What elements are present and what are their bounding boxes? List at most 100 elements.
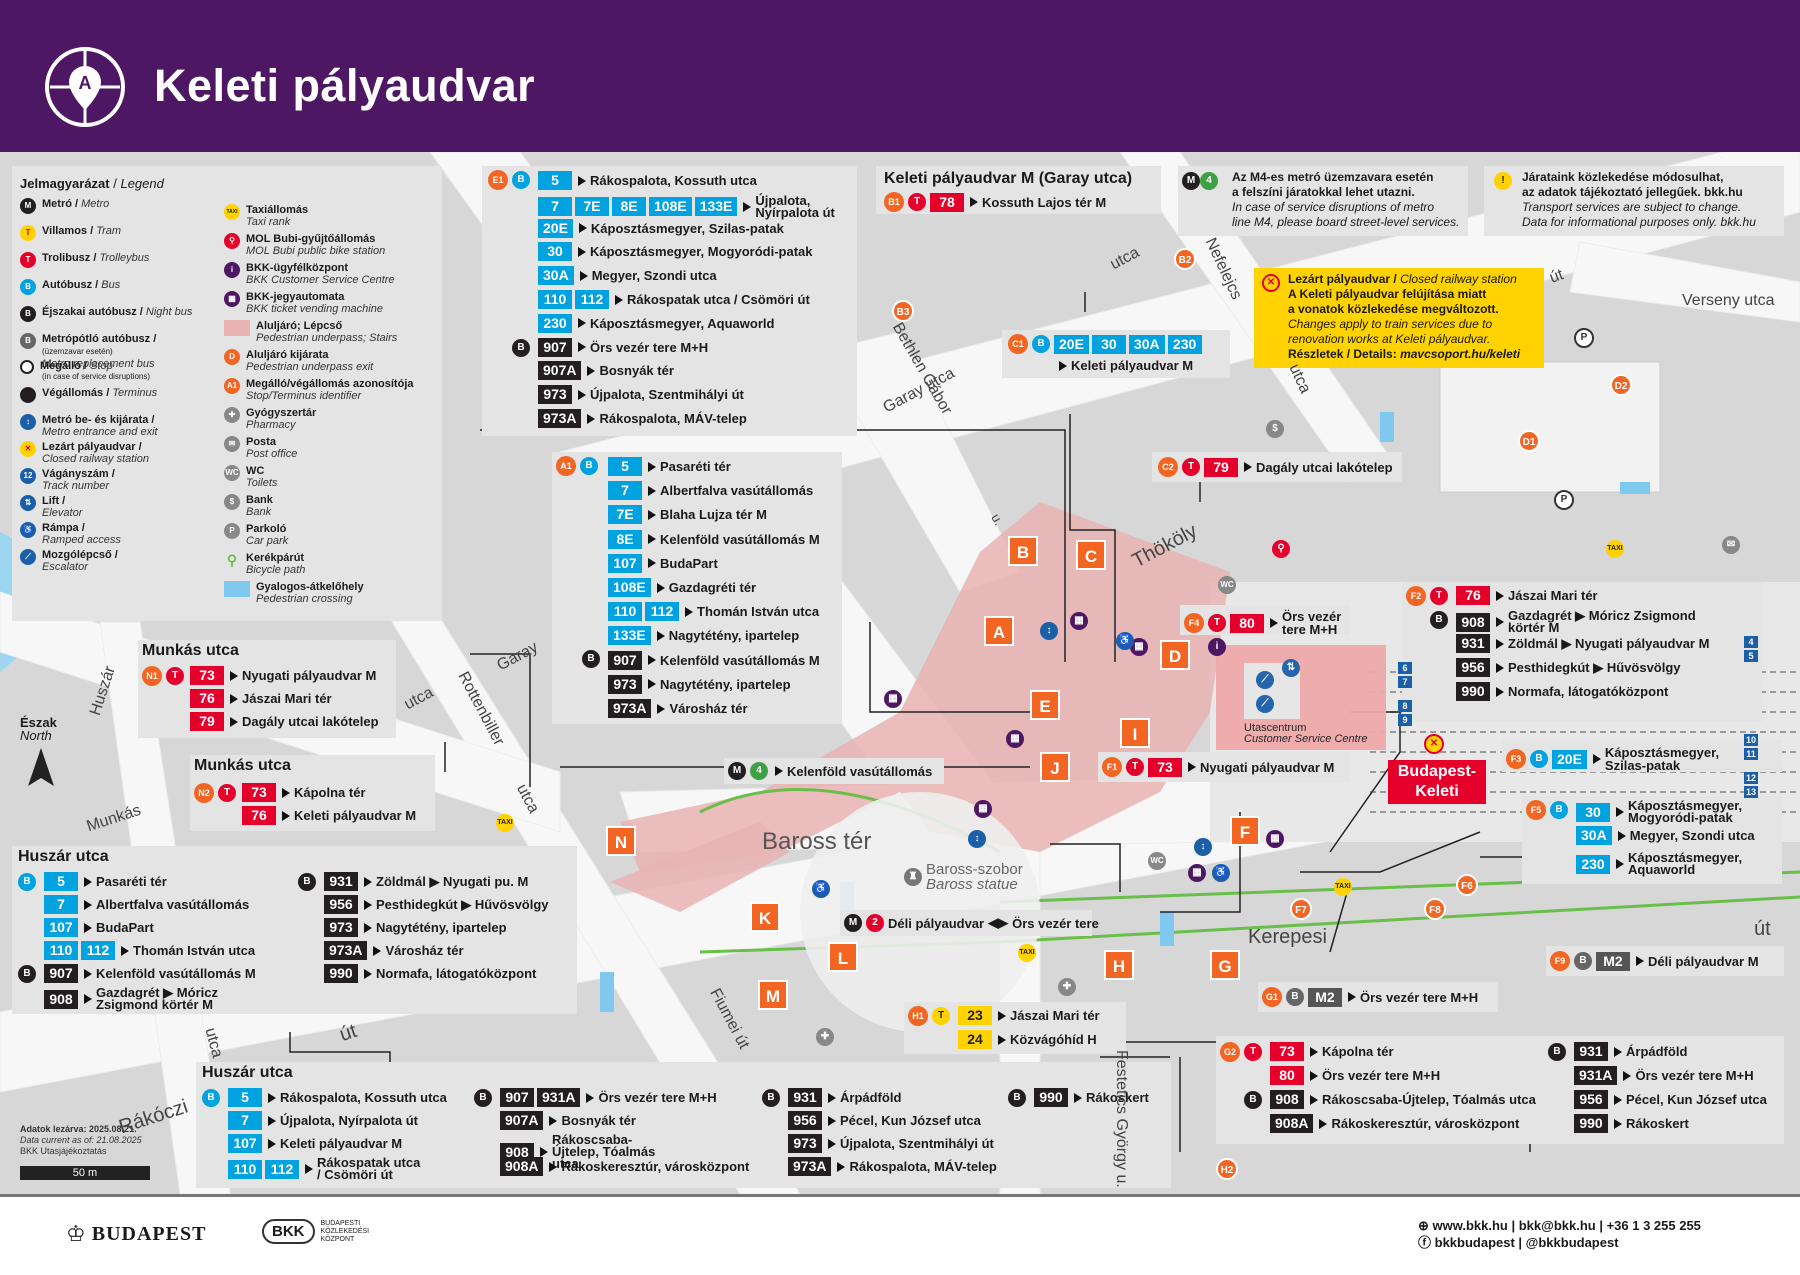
legend-text: Rámpa / Ramped access [42, 522, 121, 546]
arrow-icon [648, 679, 656, 690]
exit-a[interactable]: A [984, 616, 1014, 646]
legend-label-en: Stop/Terminus identifier [246, 390, 362, 402]
destination: Nagytétény, ipartelep [376, 920, 507, 935]
exit-b[interactable]: B [1008, 536, 1038, 566]
legend-label: Vágányszám / [42, 468, 115, 480]
arrow-icon [540, 1147, 548, 1157]
destination: Városház tér [385, 943, 464, 958]
exit-n[interactable]: N [606, 826, 636, 856]
arrow-icon [578, 246, 586, 257]
destination: Gazdagréti tér [668, 580, 757, 595]
stop-id-b2[interactable]: B2 [1174, 248, 1196, 270]
legend-symbol-icon: ✕ [20, 441, 36, 457]
destination: Normafa, látogatóközpont [376, 966, 537, 981]
line-badge: 907A [500, 1111, 544, 1130]
line-badge: 24 [958, 1030, 992, 1049]
legend-symbol-icon: D [224, 349, 240, 365]
legend-text: Megálló / Stop [40, 360, 113, 372]
exit-k[interactable]: K [750, 902, 780, 932]
stop-id-f8[interactable]: F8 [1424, 898, 1446, 920]
trolleybus-icon: T [1126, 758, 1144, 776]
warning-icon: ! [1494, 172, 1512, 190]
legend-label-en: Metro replacement bus [42, 358, 155, 370]
arrow-icon [1074, 1092, 1082, 1103]
line-badge: 79 [190, 712, 224, 731]
stop-id-d2[interactable]: D2 [1610, 374, 1632, 396]
legend-text: Mozgólépcső / Escalator [42, 549, 118, 573]
wc-icon: WC [1218, 576, 1236, 594]
line-badge: 973 [538, 385, 572, 405]
data-date-note: Adatok lezárva: 2025.08.21.Data current … [20, 1124, 142, 1156]
exit-i[interactable]: I [1120, 718, 1150, 748]
line-badge: 5 [538, 171, 572, 190]
line-badge: 908 [500, 1142, 534, 1162]
panel-title: Munkás utca [194, 757, 291, 774]
stop-id-h2[interactable]: H2 [1216, 1158, 1238, 1180]
stop-id-f6[interactable]: F6 [1456, 874, 1478, 896]
legend-label: Végállomás / [42, 387, 113, 399]
legend-label-en: Pedestrian crossing [256, 593, 353, 605]
bus-icon: B [580, 457, 598, 475]
legend-label: Megálló / [40, 360, 91, 372]
legend-symbol-icon [20, 387, 36, 403]
taxi-icon: TAXI [496, 814, 514, 832]
exit-e[interactable]: E [1030, 690, 1060, 720]
exit-f[interactable]: F [1230, 816, 1260, 846]
ticket-machine-icon: ▦ [884, 690, 902, 708]
destination: Zöldmál ▶ Nyugati pu. M [376, 873, 529, 889]
stop-id-b3[interactable]: B3 [892, 300, 914, 322]
exit-h[interactable]: H [1104, 950, 1134, 980]
legend-item: ⇅Lift / Elevator [20, 495, 82, 519]
legend-text: Autóbusz / Bus [42, 279, 120, 291]
exit-m[interactable]: M [758, 980, 788, 1010]
arrow-icon [84, 994, 92, 1004]
legend-text: Villamos / Tram [42, 225, 121, 237]
destination: Káposztásmegyer, Aquaworld [1628, 850, 1743, 877]
arrow-icon [648, 655, 656, 666]
globe-icon: ⊕ [1418, 1218, 1433, 1233]
legend-symbol-icon: ↕ [20, 414, 36, 430]
metro-entrance-icon: ↕ [1040, 622, 1058, 640]
arrow-icon [648, 509, 656, 520]
destination: Nagytétény, ipartelep [660, 676, 791, 692]
exit-j[interactable]: J [1040, 752, 1070, 782]
exit-c[interactable]: C [1076, 540, 1106, 570]
legend-label: Metró / [42, 198, 82, 210]
line-badge: 20E [1552, 749, 1587, 769]
line-badge: 7 [538, 197, 572, 217]
stop-id-d1[interactable]: D1 [1518, 430, 1540, 452]
exit-d[interactable]: D [1160, 640, 1190, 670]
exit-g[interactable]: G [1210, 950, 1240, 980]
destination: Kelenföld vasútállomás M [96, 966, 256, 981]
legend-symbol-icon: ♿ [20, 522, 36, 538]
arrow-icon [1614, 1118, 1622, 1129]
exit-l[interactable]: L [828, 942, 858, 972]
night-bus-icon: B [512, 338, 530, 357]
legend-label: Autóbusz / [42, 279, 102, 291]
trolleybus-icon: T [1244, 1043, 1262, 1061]
destination: Zöldmál ▶ Nyugati pályaudvar M [1508, 635, 1710, 651]
destination: Pasaréti tér [660, 459, 731, 474]
destination: Pécel, Kun József utca [840, 1113, 981, 1128]
line-badge: 907A [538, 361, 582, 381]
stop-id-f7[interactable]: F7 [1290, 898, 1312, 920]
line-badge: M2 [1596, 951, 1630, 971]
legend-label-en: Bank [246, 506, 272, 518]
